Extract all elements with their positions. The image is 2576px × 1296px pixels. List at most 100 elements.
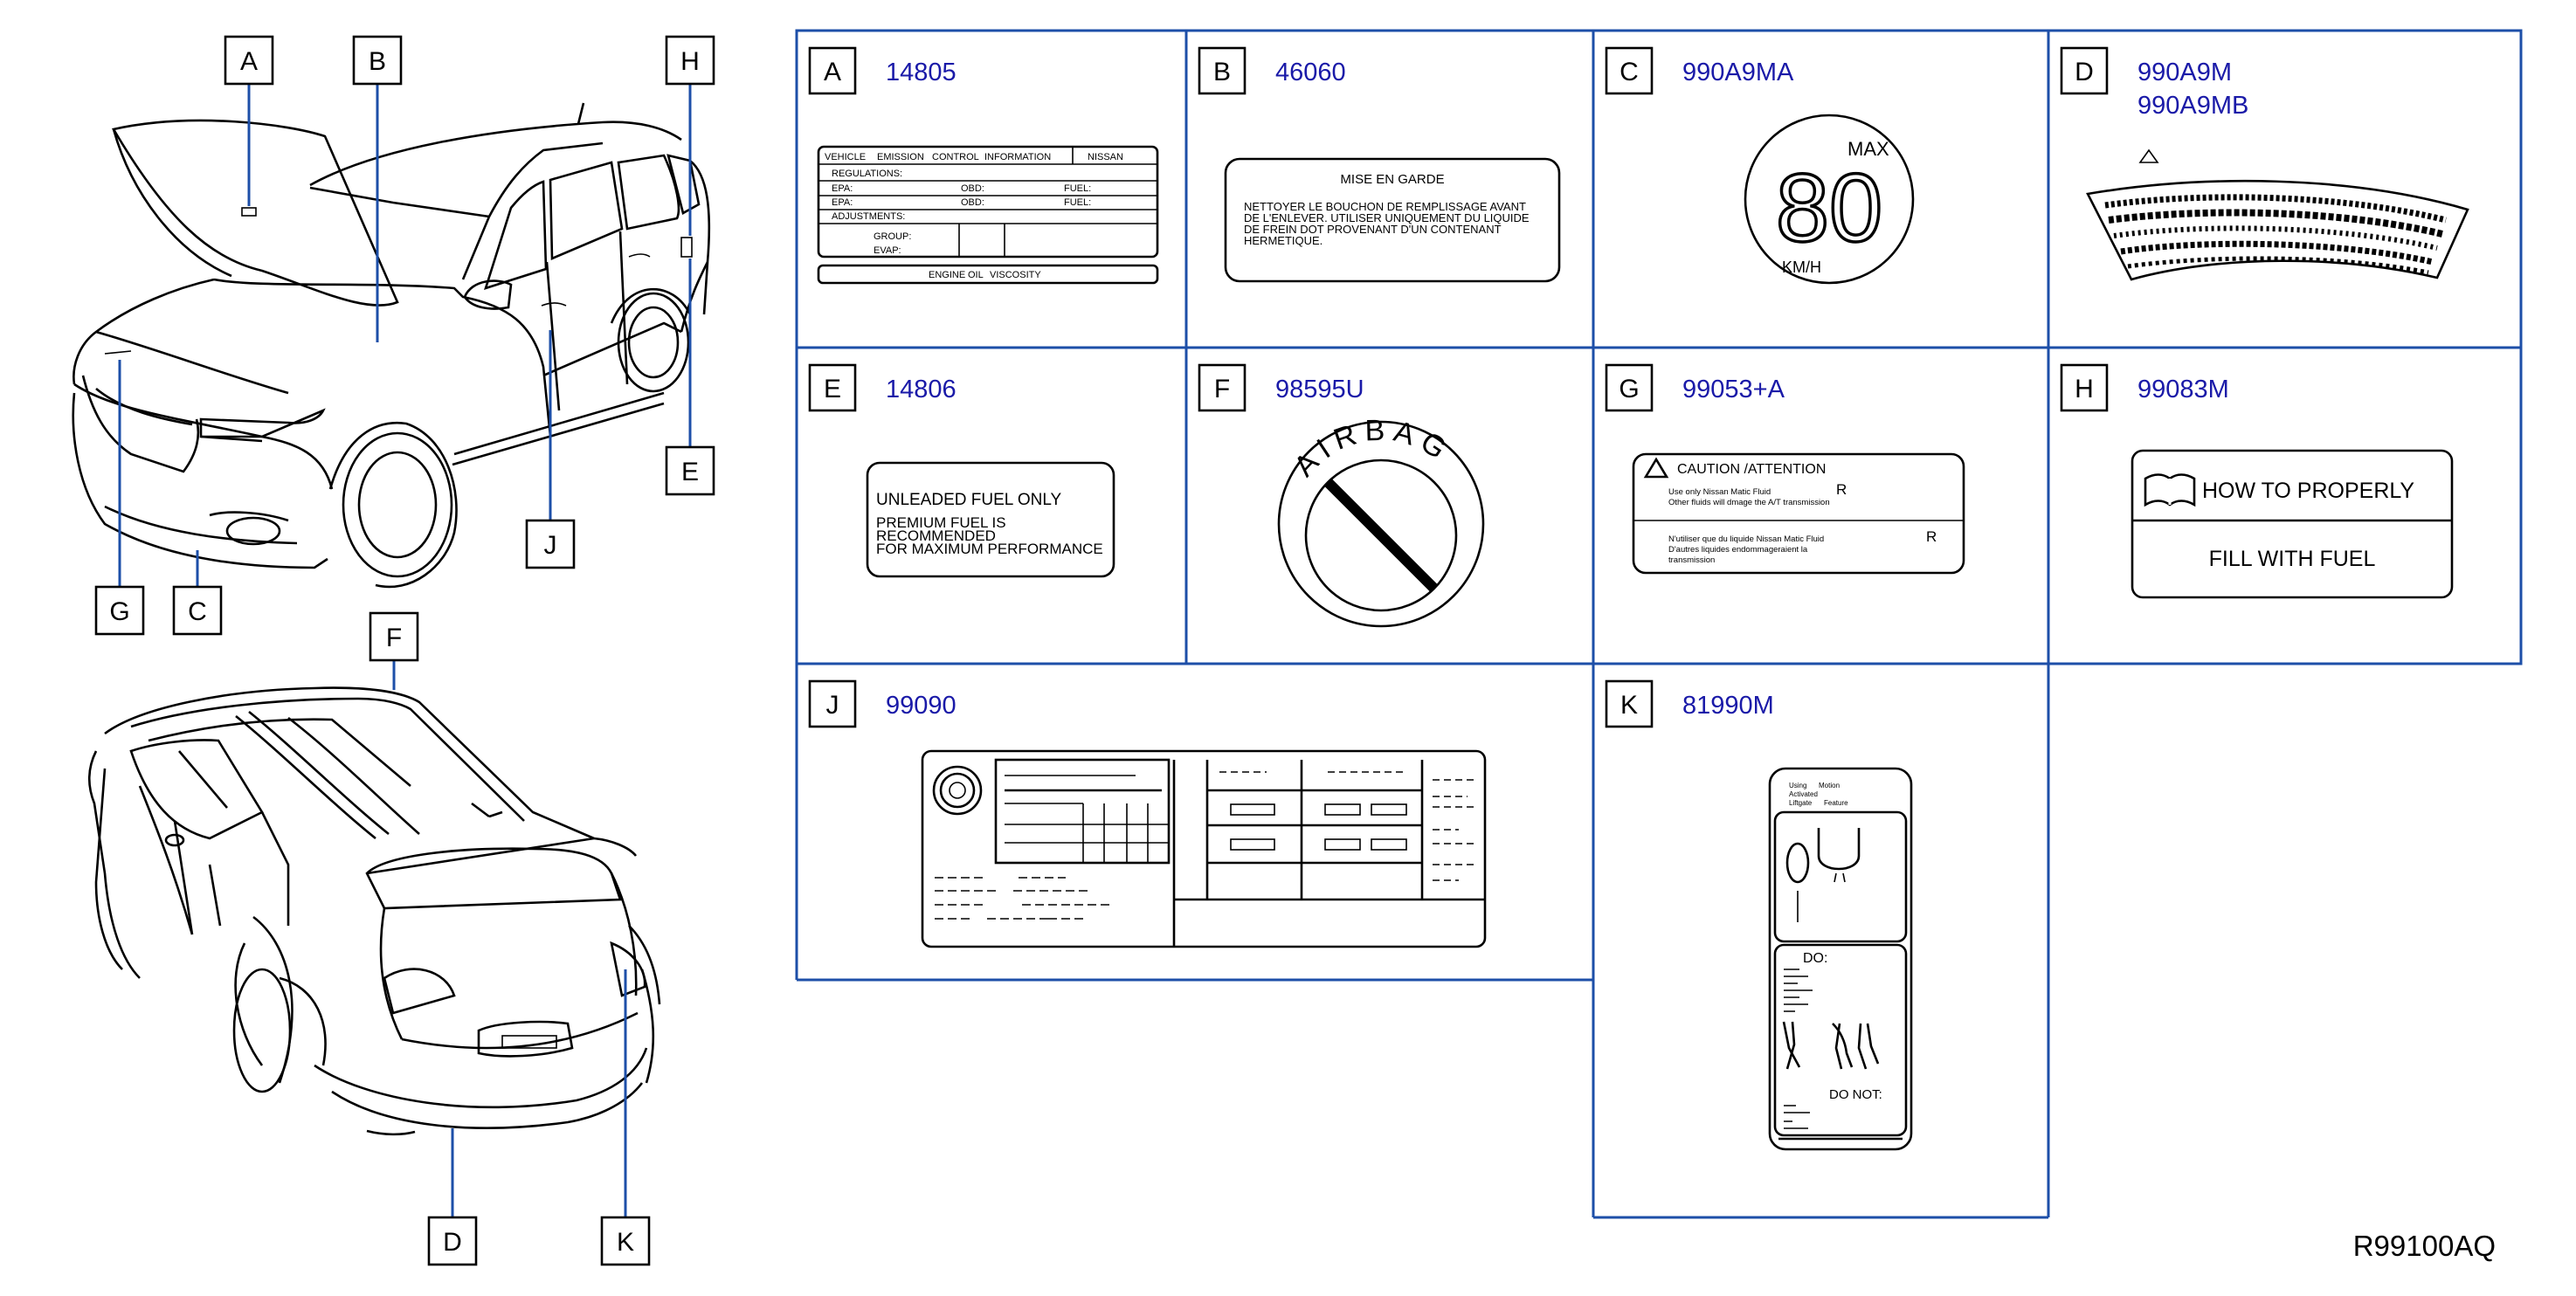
svg-text:MISE EN GARDE: MISE EN GARDE <box>1340 172 1444 187</box>
section-g-header: G 99053+A <box>1605 363 1785 412</box>
label-j-tire-placard <box>921 749 1487 948</box>
svg-text:FOR MAXIMUM PERFORMANCE: FOR MAXIMUM PERFORMANCE <box>876 541 1103 557</box>
svg-text:R: R <box>1926 528 1937 545</box>
svg-text:CAUTION /ATTENTION: CAUTION /ATTENTION <box>1677 462 1826 477</box>
svg-text:OBD:: OBD: <box>961 197 984 208</box>
svg-text:Use only Nissan M: Use only Nissan Matic Fluid <box>1668 487 1771 497</box>
tire-icon <box>932 765 983 816</box>
svg-text:HERMETIQUE.: HERMETIQUE. <box>1244 234 1323 247</box>
svg-text:K: K <box>617 1228 634 1257</box>
callout-j: J <box>525 519 576 569</box>
svg-text:DE FREIN DOT PROVENANT D'U: DE FREIN DOT PROVENANT D'UN CONTENANT <box>1244 223 1502 236</box>
drawing-reference-number: R99100AQ <box>2352 1230 2496 1262</box>
label-d-tire-label <box>2086 148 2469 281</box>
svg-text:A: A <box>240 47 258 76</box>
part-code: 99090 <box>886 692 957 720</box>
svg-text:Feature: Feature <box>1824 799 1848 807</box>
svg-text:F: F <box>1214 375 1230 403</box>
label-g-caution-atf: CAUTION /ATTENTION Use only Nissan Matic… <box>1632 452 1965 575</box>
svg-text:A: A <box>824 58 841 86</box>
svg-text:E: E <box>681 458 699 486</box>
svg-text:PREMIUM FUEL IS: PREMIUM FUEL IS <box>876 514 1006 531</box>
svg-text:EVAP:: EVAP: <box>874 245 901 256</box>
svg-text:R: R <box>1836 481 1847 498</box>
svg-text:H: H <box>2075 375 2094 403</box>
svg-text:CONTROL: CONTROL <box>932 152 979 162</box>
label-a-emission-control: VEHICLE EMISSION CONTROL INFORMATION NIS… <box>817 145 1159 285</box>
svg-text:EPA:: EPA: <box>832 197 853 208</box>
callout-b: B <box>352 35 403 86</box>
svg-text:E: E <box>824 375 841 403</box>
svg-text:G: G <box>109 597 129 626</box>
svg-text:C: C <box>188 597 207 626</box>
svg-text:Other fluids will: Other fluids will dmage the A/T transmis… <box>1668 498 1830 507</box>
svg-text:Liftgate: Liftgate <box>1789 799 1813 807</box>
svg-text:K: K <box>1620 691 1638 720</box>
rear-vehicle-illustration <box>87 686 661 1136</box>
front-vehicle-illustration <box>72 102 711 589</box>
svg-text:OBD:: OBD: <box>961 183 984 194</box>
svg-text:FUEL:: FUEL: <box>1064 197 1091 208</box>
svg-text:Motion: Motion <box>1819 782 1840 789</box>
label-h-fuel-instructions: HOW TO PROPERLY FILL WITH FUEL <box>2131 449 2454 599</box>
book-icon <box>2144 473 2196 507</box>
svg-text:GROUP:: GROUP: <box>874 231 911 242</box>
front-leader-lines <box>118 84 692 587</box>
person-legs-icons <box>1782 1021 1880 1070</box>
label-grid <box>795 29 2523 1219</box>
svg-text:OIL: OIL <box>968 270 984 280</box>
section-c-header: C 990A9MA <box>1605 46 1794 95</box>
section-d-header: D 990A9M 990A9MB <box>2060 46 2248 120</box>
part-code: 14806 <box>886 376 957 403</box>
tire-label-text-band <box>2104 194 2447 275</box>
svg-text:EPA:: EPA: <box>832 183 853 194</box>
svg-text:DO NOT:: DO NOT: <box>1829 1087 1882 1102</box>
callout-e: E <box>665 445 715 496</box>
callout-g: G <box>94 585 145 636</box>
svg-text:D: D <box>2075 58 2094 86</box>
svg-text:ADJUSTMENTS:: ADJUSTMENTS: <box>832 211 905 222</box>
callout-a: A <box>224 35 274 86</box>
svg-text:B: B <box>1213 58 1231 86</box>
callout-c: C <box>172 585 223 636</box>
section-j-header: J 99090 <box>808 679 957 728</box>
part-code: 990A9MA <box>1682 59 1794 86</box>
part-code: 990A9M <box>2137 59 2232 86</box>
svg-text:G: G <box>1619 375 1639 403</box>
label-k-liftgate-instructions: Using Motion Activated Liftgate Feature … <box>1768 767 1913 1151</box>
svg-text:KM/H: KM/H <box>1782 259 1821 276</box>
part-code: 98595U <box>1275 376 1364 403</box>
svg-text:REGULATIONS:: REGULATIONS: <box>832 169 902 179</box>
svg-text:C: C <box>1619 58 1639 86</box>
svg-text:FUEL:: FUEL: <box>1064 183 1091 194</box>
part-code: 14805 <box>886 59 957 86</box>
svg-text:J: J <box>544 531 557 560</box>
svg-text:J: J <box>826 691 839 720</box>
svg-text:transmission: transmission <box>1668 555 1715 565</box>
svg-text:D: D <box>443 1228 462 1257</box>
svg-text:AIRBAG: AIRBAG <box>1288 414 1458 483</box>
svg-text:ENGINE: ENGINE <box>929 270 965 280</box>
svg-text:HOW TO PROPERLY: HOW TO PROPERLY <box>2202 479 2414 503</box>
callout-h: H <box>665 35 715 86</box>
section-b-header: B 46060 <box>1198 46 1346 95</box>
callout-f: F <box>369 611 419 662</box>
callout-k: K <box>600 1216 651 1266</box>
part-code: 99053+A <box>1682 376 1785 403</box>
rear-leader-lines <box>392 660 627 1217</box>
svg-text:INFORMATION: INFORMATION <box>984 152 1051 162</box>
svg-text:H: H <box>680 47 700 76</box>
svg-text:VEHICLE: VEHICLE <box>825 152 866 162</box>
section-f-header: F 98595U <box>1198 363 1364 412</box>
svg-text:UNLEADED FUEL ONLY: UNLEADED FUEL ONLY <box>876 491 1062 509</box>
svg-text:NETTOYER LE BOUCHON DE: NETTOYER LE BOUCHON DE REMPLISSAGE AVANT <box>1244 200 1526 213</box>
label-f-airbag-warning: AIRBAG <box>1277 414 1485 628</box>
svg-text:Activated: Activated <box>1789 790 1818 798</box>
svg-text:MAX: MAX <box>1847 138 1889 160</box>
svg-text:VISCOSITY: VISCOSITY <box>990 270 1041 280</box>
svg-text:FILL WITH FUEL: FILL WITH FUEL <box>2209 547 2376 571</box>
svg-text:D'autres liquides en: D'autres liquides endommageraient la <box>1668 545 1808 555</box>
callout-d: D <box>427 1216 478 1266</box>
part-code: 46060 <box>1275 59 1346 86</box>
